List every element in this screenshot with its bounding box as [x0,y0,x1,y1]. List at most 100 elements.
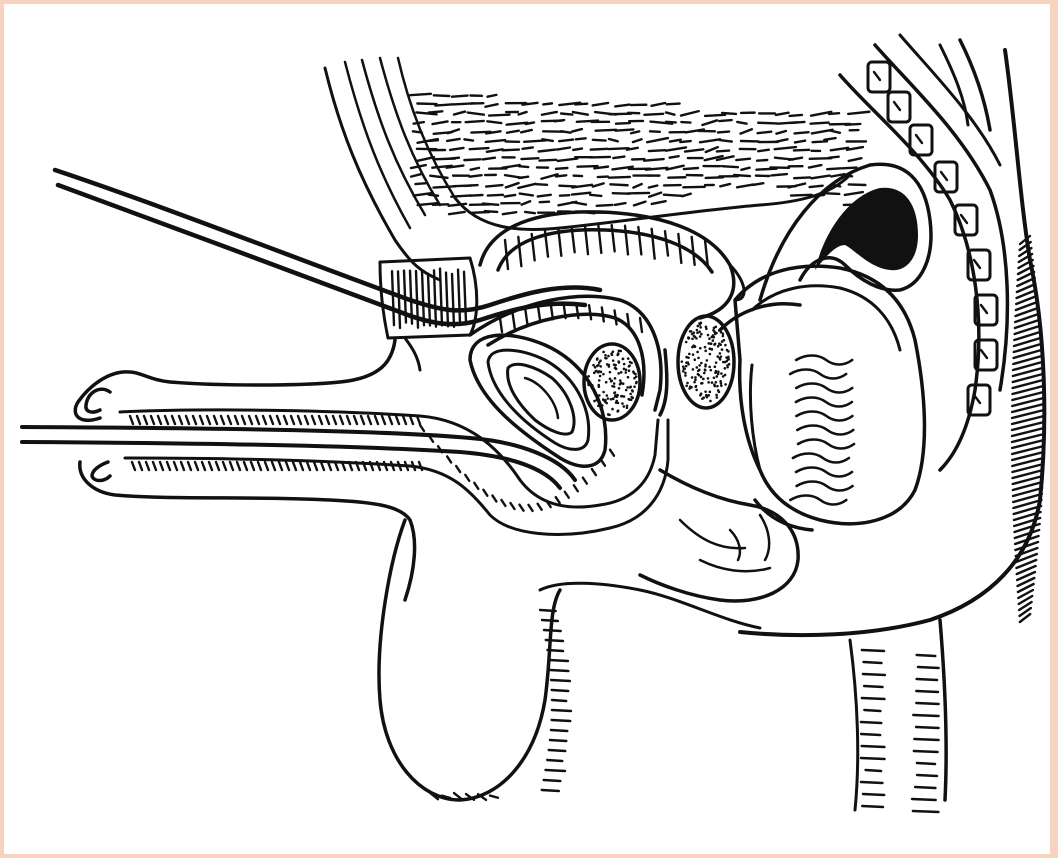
hatch-stroke [700,139,720,142]
hatch-stroke [347,416,350,424]
hatch-stroke [300,462,303,470]
stipple-dot [681,360,684,363]
stipple-dot [715,394,718,397]
stipple-dot [709,353,712,356]
hatch-stroke [720,140,732,142]
hatch-stroke [681,111,699,115]
hatch-stroke [591,149,608,150]
hatch-stroke [483,158,495,160]
stipple-dot [630,396,633,399]
stipple-dot [694,385,697,388]
hatch-stroke [272,462,275,470]
hatch-stroke [474,483,478,489]
stipple-dot [617,409,620,412]
hatch-stroke [221,416,224,424]
hatch-stroke [519,177,529,178]
hatch-stroke [546,640,563,641]
abdominal-wall-band [325,58,869,280]
hatch-stroke [913,715,938,716]
hatch-stroke [434,186,456,187]
stipple-dot [682,365,685,368]
stipple-dot [633,385,636,388]
hatch-stroke [538,504,542,510]
stipple-dot [726,366,729,369]
stipple-dot [710,348,713,351]
hatch-stroke [734,175,750,176]
stipple-dot [707,377,710,380]
stipple-dot [627,398,630,401]
stipple-dot [592,364,595,367]
thigh-hatching [861,650,939,812]
stipple-dot [682,370,685,373]
hatch-stroke [916,727,939,728]
hatch-stroke [490,796,498,798]
stipple-dot [695,389,698,392]
hatch-stroke [811,176,829,179]
stipple-dot [717,373,720,376]
stipple-dot [703,372,706,375]
hatch-stroke [202,462,205,470]
stipple-dot [616,395,619,398]
stipple-dot [609,377,612,380]
hatch-stroke [429,111,443,112]
stipple-dot [619,379,622,382]
hatch-stroke [583,478,587,484]
stipple-dot [714,365,717,368]
stipple-dot [683,367,686,370]
stipple-dot [606,363,609,366]
stipple-dot [717,345,720,348]
hatch-stroke [601,460,605,466]
stipple-dot [613,382,616,385]
hatch-stroke [682,194,691,197]
hatch-stroke [610,184,627,185]
hatch-stroke [718,132,729,133]
hatch-stroke [500,318,502,332]
hatch-stroke [829,113,839,114]
stipple-dot [692,331,695,334]
hatch-stroke [914,739,938,740]
hatch-stroke [464,272,466,323]
hatch-stroke [917,763,935,764]
hatch-stroke [470,195,483,196]
hatch-stroke [649,185,657,187]
hatch-stroke [775,147,796,149]
hatch-stroke [916,703,938,704]
stipple-dot [715,332,718,335]
stipple-dot [699,347,702,350]
stipple-dot [687,336,690,339]
stipple-dot [708,337,711,340]
hatch-stroke [981,305,987,313]
hatch-stroke [577,166,597,167]
hatch-stroke [158,416,161,424]
fat-tissue-hatching [410,94,869,214]
stipple-dot [620,371,623,374]
stipple-dot [605,357,608,360]
hatch-stroke [525,310,527,324]
stipple-dot [629,386,632,389]
hatch-stroke [519,112,527,115]
hatch-stroke [540,610,556,611]
hatch-stroke [737,184,754,187]
hatch-stroke [829,157,838,158]
stipple-dot [726,349,729,352]
hatch-stroke [633,139,642,142]
stipple-dot [685,356,688,359]
rectal-folds [790,356,854,505]
hatch-stroke [354,416,357,424]
hatch-stroke [392,271,394,325]
hatch-stroke [277,416,280,424]
stipple-dot [615,367,618,370]
hatch-stroke [609,139,618,141]
hatch-stroke [649,150,665,151]
hatch-stroke [486,185,502,187]
hatch-stroke [555,120,565,121]
hatch-stroke [286,462,289,470]
hatch-stroke [665,231,668,255]
hatch-stroke [503,150,519,151]
hatch-stroke [333,416,336,424]
stipple-dot [704,346,707,349]
stipple-dot [629,393,632,396]
stipple-dot [720,382,723,385]
stipple-dot [634,373,637,376]
stipple-dot [685,361,688,364]
